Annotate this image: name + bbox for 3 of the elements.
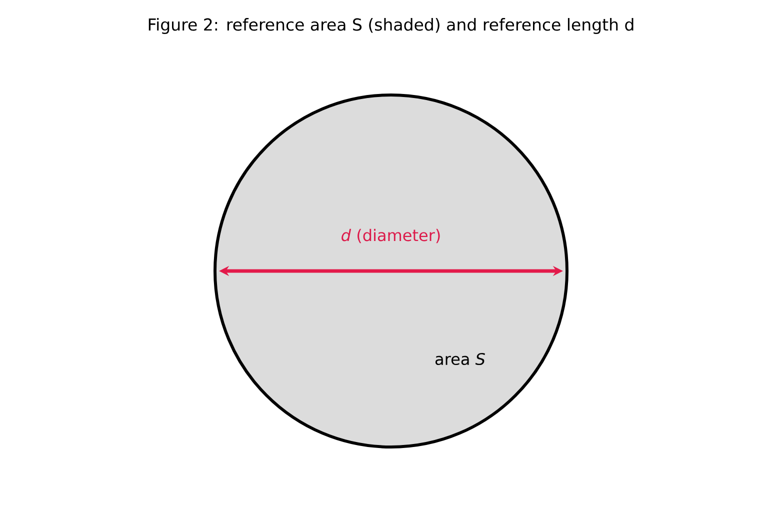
area-label: area S [436, 352, 485, 366]
dimension-label: d (diameter) [342, 228, 440, 244]
title: Figure 2: reference area S (shaded) and reference length d [148, 18, 634, 34]
